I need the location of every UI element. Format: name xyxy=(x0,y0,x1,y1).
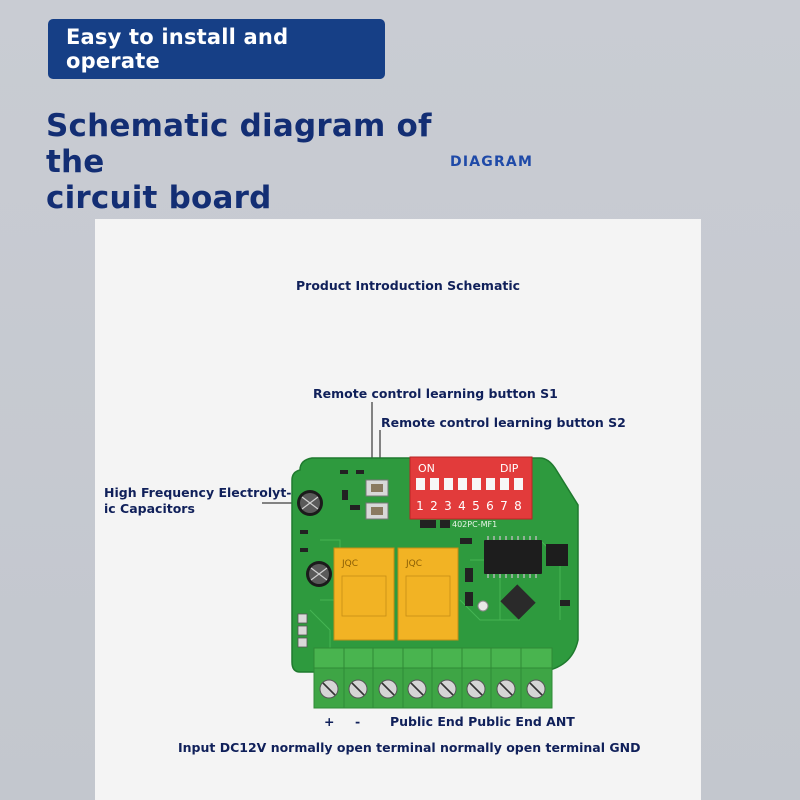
dip-number-8: 8 xyxy=(514,499,522,513)
pin-header xyxy=(297,613,308,648)
label-capacitors-line-1: High Frequency Electrolyt- xyxy=(104,485,292,500)
label-capacitors: High Frequency Electrolyt- ic Capacitors xyxy=(104,485,292,517)
relay-left: JQC xyxy=(333,547,395,641)
page-title: Schematic diagram of the circuit board xyxy=(46,108,466,216)
diagram-subtitle: DIAGRAM xyxy=(450,154,534,170)
terminal-block xyxy=(313,647,553,709)
label-learning-button-s1: Remote control learning button S1 xyxy=(313,386,558,401)
relay-right: JQC xyxy=(397,547,459,641)
dip-number-6: 6 xyxy=(486,499,494,513)
dip-number-7: 7 xyxy=(500,499,508,513)
secondary-ic-chip xyxy=(546,544,568,566)
page-title-line-2: circuit board xyxy=(46,180,272,216)
main-ic-chip xyxy=(484,536,542,578)
crystal-oscillator xyxy=(477,600,489,612)
label-terminals-bottom-row: Input DC12V normally open terminal norma… xyxy=(178,740,641,755)
rf-module-chip xyxy=(500,584,536,620)
dip-number-4: 4 xyxy=(458,499,466,513)
board-model-text: 402PC-MF1 xyxy=(452,520,497,529)
schematic-title: Product Introduction Schematic xyxy=(296,278,521,293)
learning-button-s2 xyxy=(365,502,389,520)
label-terminal-plus: + xyxy=(324,714,335,729)
label-capacitors-line-2: ic Capacitors xyxy=(104,501,195,516)
dip-on-label: ON xyxy=(418,462,435,475)
page-title-line-1: Schematic diagram of the xyxy=(46,108,432,180)
banner-text: Easy to install and operate xyxy=(66,25,289,73)
relay-left-brand: JQC xyxy=(341,559,358,569)
dip-number-2: 2 xyxy=(430,499,438,513)
label-terminals-top-row: Public End Public End ANT xyxy=(390,714,575,729)
feature-banner: Easy to install and operate xyxy=(48,19,385,79)
relay-right-brand: JQC xyxy=(405,559,422,569)
dip-number-1: 1 xyxy=(416,499,424,513)
dip-levers xyxy=(416,478,523,490)
label-learning-button-s2: Remote control learning button S2 xyxy=(381,415,626,430)
dip-number-3: 3 xyxy=(444,499,452,513)
dip-number-5: 5 xyxy=(472,499,480,513)
dip-label: DIP xyxy=(500,462,519,475)
capacitor-bottom xyxy=(306,561,332,587)
terminal-screws xyxy=(319,679,546,699)
dip-switch: ON DIP 1 2 3 4 5 6 7 8 xyxy=(409,456,533,520)
capacitor-top xyxy=(297,490,323,516)
label-terminal-minus: - xyxy=(355,714,361,729)
learning-button-s1 xyxy=(365,479,389,497)
